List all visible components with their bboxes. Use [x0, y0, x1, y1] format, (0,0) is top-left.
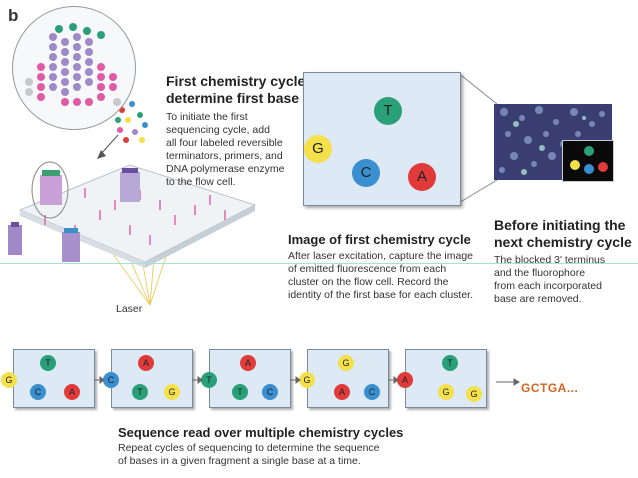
zoom-connector-lines [456, 71, 498, 205]
base-circle-c: C [352, 159, 380, 187]
base-circle-a: A [138, 355, 154, 371]
sequence-read-desc-line: of bases in a given fragment a single ba… [118, 455, 361, 467]
before-next-title-line1: Before initiating the [494, 217, 626, 233]
image-cycle-desc-line: After laser excitation, capture the imag… [288, 250, 474, 262]
cluster-right [120, 168, 140, 202]
before-next-desc-line: The blocked 3' terminus [494, 254, 606, 266]
read-base-g: G [299, 372, 315, 388]
base-circle-g: G [438, 384, 454, 400]
base-circle-g: G [466, 386, 482, 402]
read-base-g: G [1, 372, 17, 388]
divider-line [0, 263, 638, 264]
micrograph-inset [562, 140, 614, 182]
first-cycle-title: First chemistry cycle: determine first b… [166, 73, 310, 107]
image-cycle-description: After laser excitation, capture the imag… [288, 250, 473, 302]
cluster-zoom-graphic [25, 23, 121, 106]
cluster-front [62, 228, 80, 262]
image-cycle-desc-line: cluster on the flow cell. Record the [288, 276, 449, 288]
base-circle-c: C [364, 384, 380, 400]
first-cycle-desc-line: sequencing cycle, add [166, 124, 270, 136]
before-next-desc-line: base are removed. [494, 293, 582, 305]
sequence-read-description: Repeat cycles of sequencing to determine… [118, 442, 380, 468]
read-base-c: C [103, 372, 119, 388]
base-circle-c: C [30, 384, 46, 400]
first-cycle-title-line2: determine first base [166, 90, 300, 106]
base-circle-t: T [232, 384, 248, 400]
cycle-panel-2: A T G [111, 349, 193, 408]
cluster-zoom-view [12, 6, 136, 130]
image-cycle-title: Image of first chemistry cycle [288, 232, 471, 247]
before-next-title: Before initiating the next chemistry cyc… [494, 217, 632, 251]
cluster-left [8, 222, 22, 255]
laser-label: Laser [116, 303, 143, 315]
sequence-result: GCTGA... [521, 381, 579, 395]
first-cycle-image-panel: T G C A [303, 72, 461, 206]
base-circle-a: A [240, 355, 256, 371]
cycle-panel-3: A T C [209, 349, 291, 408]
cluster-highlighted [31, 161, 69, 219]
read-base-t: T [201, 372, 217, 388]
first-cycle-description: To initiate the first sequencing cycle, … [166, 111, 284, 189]
first-cycle-desc-line: all four labeled reversible [166, 137, 283, 149]
before-next-description: The blocked 3' terminus and the fluoroph… [494, 254, 605, 306]
image-cycle-desc-line: of emitted fluorescence from each [288, 263, 447, 275]
read-base-a: A [397, 372, 413, 388]
image-cycle-desc-line: identity of the first base for each clus… [288, 289, 474, 301]
before-next-desc-line: and the fluorophore [494, 267, 586, 279]
sequence-read-title: Sequence read over multiple chemistry cy… [118, 425, 404, 440]
before-next-desc-line: from each incorporated [494, 280, 602, 292]
base-circle-c: C [262, 384, 278, 400]
base-circle-t: T [132, 384, 148, 400]
sequence-read-desc-line: Repeat cycles of sequencing to determine… [118, 442, 380, 454]
base-circle-a: A [334, 384, 350, 400]
base-circle-t: T [442, 355, 458, 371]
zoom-arrow [99, 134, 119, 156]
inset-dots [570, 146, 608, 174]
base-circle-a: A [408, 163, 436, 191]
cycle-panel-4: G A C [307, 349, 389, 408]
base-circle-t: T [40, 355, 56, 371]
base-circle-a: A [64, 384, 80, 400]
base-circle-t: T [374, 97, 402, 125]
base-circle-g: G [338, 355, 354, 371]
first-cycle-desc-line: To initiate the first [166, 111, 248, 123]
panel-letter: b [8, 6, 19, 25]
first-cycle-desc-line: to the flow cell. [166, 176, 236, 188]
cycle-panel-5: T G G [405, 349, 487, 408]
labeled-terminators [115, 101, 148, 143]
cycle-arrows [94, 376, 520, 386]
base-circle-g: G [164, 384, 180, 400]
first-cycle-desc-line: DNA polymerase enzyme [166, 163, 285, 175]
flow-cell-illustration [8, 101, 257, 306]
first-cycle-desc-line: terminators, primers, and [166, 150, 283, 162]
before-next-title-line2: next chemistry cycle [494, 234, 632, 250]
cycle-panel-1: T C A [13, 349, 95, 408]
first-cycle-title-line1: First chemistry cycle: [166, 73, 310, 89]
base-circle-g: G [304, 135, 332, 163]
